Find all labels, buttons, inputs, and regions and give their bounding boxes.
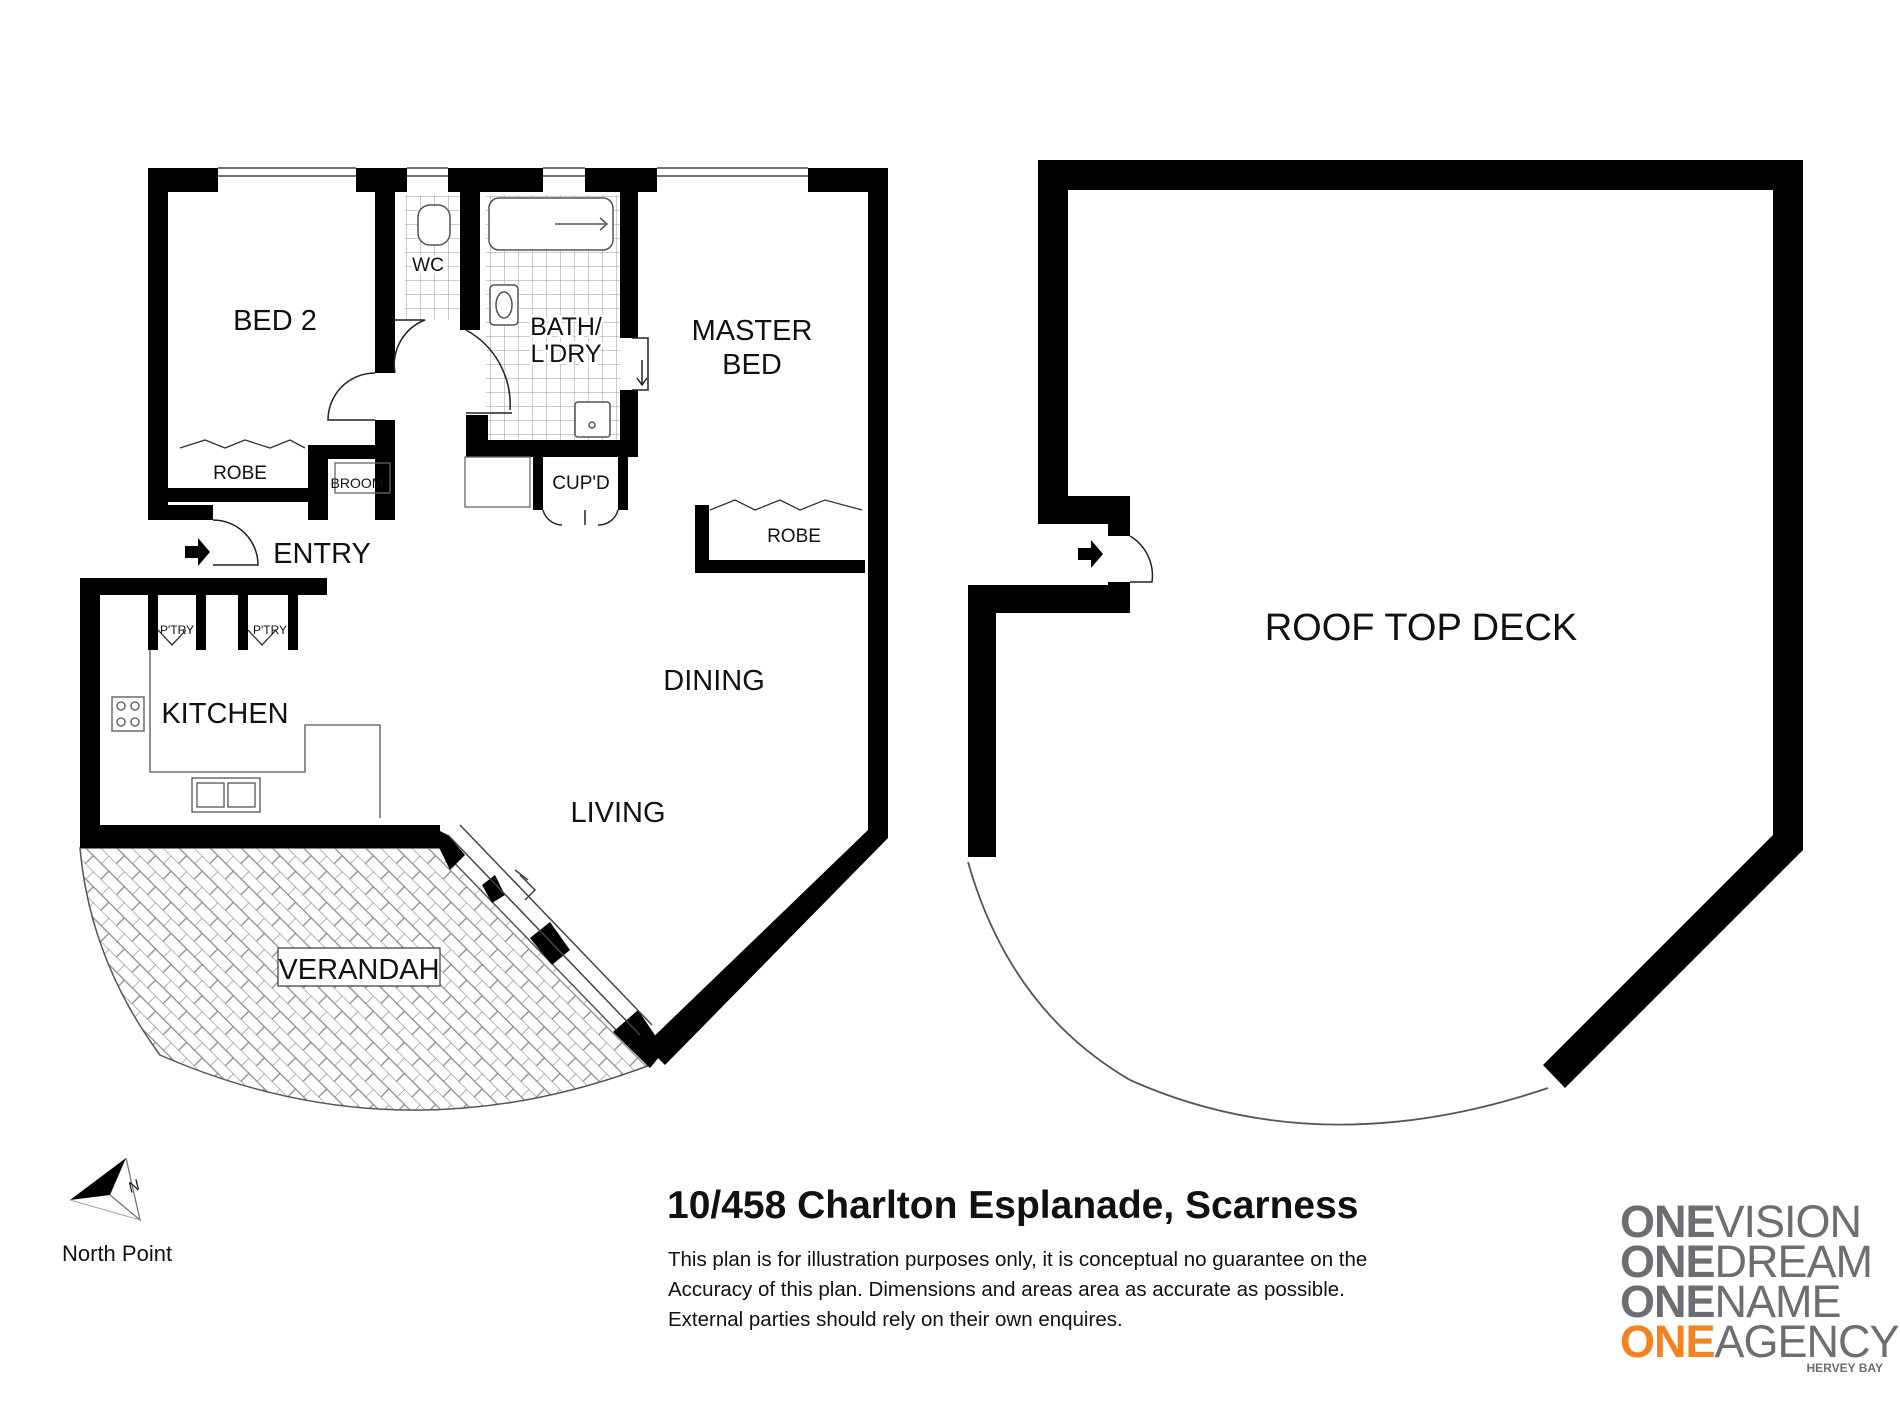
north-point-label: North Point [62, 1241, 172, 1266]
room-label-verandah: VERANDAH [278, 954, 439, 986]
room-label-robe-left: ROBE [213, 463, 267, 484]
room-label-robe-right: ROBE [767, 526, 821, 547]
room-label-dining: DINING [663, 665, 765, 697]
room-label-pantry-2: P'TRY [253, 623, 287, 637]
room-label-pantry-1: P'TRY [160, 623, 194, 637]
room-label-bed2: BED 2 [233, 305, 317, 337]
logo-tagline: HERVEY BAY [1807, 1361, 1883, 1375]
north-arrow-icon [70, 1158, 126, 1200]
address-block: 10/458 Charlton Esplanade, Scarness This… [667, 1184, 1367, 1331]
roof-deck-plan: ROOF TOP DECK [967, 160, 1803, 1126]
disclaimer-line-1: This plan is for illustration purposes o… [668, 1248, 1367, 1271]
room-label-cupd: CUP'D [552, 473, 609, 494]
room-label-bath-2: L'DRY [530, 340, 601, 368]
roof-deck-curved-edge [967, 861, 1549, 1126]
doors[interactable] [212, 319, 649, 566]
roof-deck-walls[interactable] [968, 160, 1803, 1088]
disclaimer-line-2: Accuracy of this plan. Dimensions and ar… [668, 1278, 1345, 1301]
toilet [417, 204, 451, 246]
logo-line-3: ONENAME [1620, 1276, 1841, 1327]
property-address: 10/458 Charlton Esplanade, Scarness [667, 1184, 1359, 1227]
room-label-broom: BROOM [331, 475, 384, 491]
entry-arrow-icon [185, 538, 210, 566]
logo-line-2: ONEDREAM [1620, 1236, 1872, 1287]
room-label-roof-top-deck: ROOF TOP DECK [1265, 607, 1578, 649]
room-label-entry: ENTRY [273, 538, 371, 570]
disclaimer-line-3: External parties should rely on their ow… [668, 1308, 1123, 1331]
windows [218, 167, 808, 177]
room-label-kitchen: KITCHEN [161, 698, 288, 730]
shower-tray [574, 401, 611, 438]
room-label-living: LIVING [570, 797, 665, 829]
sliding-door[interactable] [447, 824, 653, 1036]
unit-floor-plan: BED 2 WC BATH/ L'DRY MASTER BED ROBE BRO… [79, 167, 888, 1111]
built-ins [334, 456, 531, 508]
room-label-bath-1: BATH/ [530, 313, 602, 341]
kitchen-fixtures [111, 650, 381, 818]
roof-deck-door[interactable] [1129, 535, 1154, 583]
room-label-wc: WC [412, 255, 444, 276]
walls[interactable] [80, 168, 888, 1068]
room-label-master-1: MASTER [692, 315, 813, 347]
cooktop [111, 696, 145, 732]
bath-fixtures [417, 197, 614, 438]
roof-entry-arrow-icon [1078, 540, 1103, 568]
one-agency-logo: ONEVISION ONEDREAM ONENAME ONEAGENCY HER… [1620, 1196, 1900, 1375]
bathtub [488, 197, 614, 251]
logo-line-4: ONEAGENCY [1620, 1316, 1900, 1367]
logo-line-1: ONEVISION [1620, 1196, 1861, 1247]
north-symbol: N [126, 1177, 143, 1197]
robe-doors[interactable] [157, 439, 863, 646]
room-label-master-2: BED [722, 349, 782, 381]
north-point: N North Point [62, 1157, 172, 1266]
